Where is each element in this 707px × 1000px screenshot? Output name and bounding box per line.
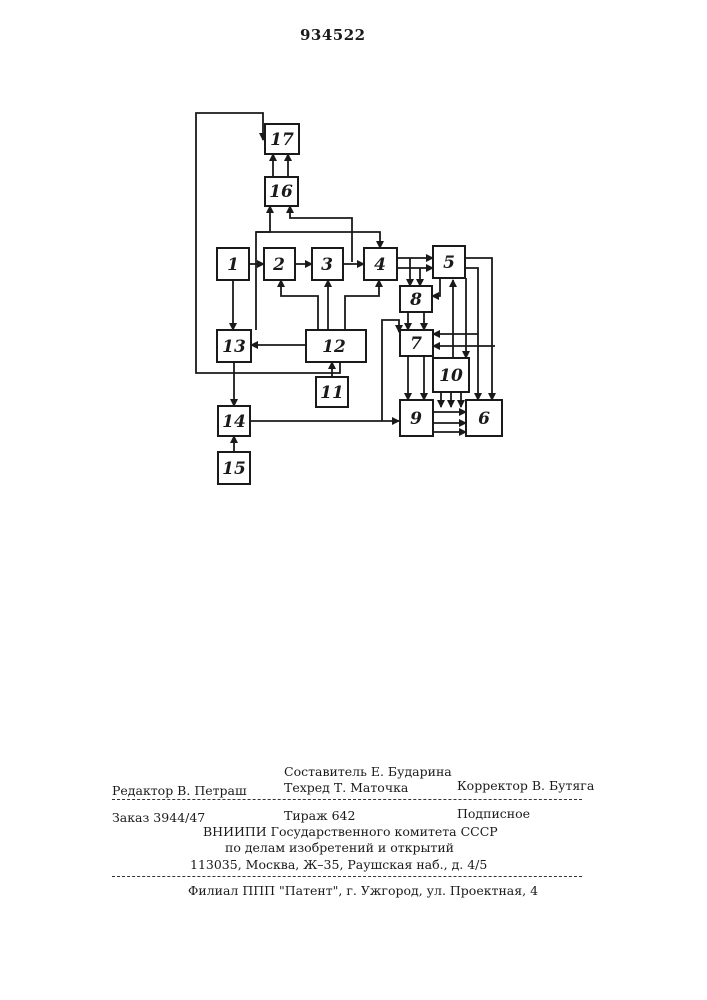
block-16: 16 — [265, 177, 298, 206]
circulation: Тираж 642 — [284, 808, 355, 823]
corrector: Корректор В. Бутяга — [457, 778, 594, 793]
block-1: 1 — [217, 248, 249, 280]
block-4-label: 4 — [374, 255, 386, 275]
block-10-label: 10 — [439, 366, 463, 386]
block-13: 13 — [217, 330, 251, 362]
block-7: 7 — [400, 330, 433, 356]
block-14: 14 — [218, 406, 250, 436]
block-9-label: 9 — [410, 409, 422, 429]
block-11-label: 11 — [320, 383, 344, 403]
block-8-label: 8 — [409, 290, 422, 310]
block-2: 2 — [264, 248, 295, 280]
block-2-label: 2 — [272, 255, 285, 275]
block-1-label: 1 — [227, 255, 239, 275]
block-12: 12 — [306, 330, 366, 362]
block-diagram: 17 16 1 2 3 4 5 8 7 10 9 6 — [0, 0, 707, 520]
block-8: 8 — [400, 286, 432, 312]
block-12-label: 12 — [322, 337, 346, 357]
block-14-label: 14 — [222, 412, 246, 432]
block-3: 3 — [312, 248, 343, 280]
block-6: 6 — [466, 400, 502, 436]
block-15: 15 — [218, 452, 250, 484]
subscription: Подписное — [457, 806, 530, 821]
block-10: 10 — [433, 358, 469, 392]
org-address: 113035, Москва, Ж–35, Раушская наб., д. … — [190, 857, 487, 872]
order: Заказ 3944/47 — [112, 810, 205, 825]
org-line-1: ВНИИПИ Государственного комитета СССР — [203, 824, 498, 839]
divider-top — [112, 799, 582, 800]
block-16-label: 16 — [269, 182, 293, 202]
wire-12-2 — [281, 280, 318, 330]
branch: Филиал ППП "Патент", г. Ужгород, ул. Про… — [188, 883, 538, 898]
block-11: 11 — [316, 377, 348, 407]
wire-top-bus — [256, 232, 380, 248]
block-7-label: 7 — [410, 334, 422, 354]
block-9: 9 — [400, 400, 433, 436]
block-3-label: 3 — [321, 255, 333, 275]
block-17: 17 — [265, 124, 299, 154]
block-5-label: 5 — [443, 253, 455, 273]
wire-12-4 — [345, 280, 379, 330]
divider-bottom — [112, 876, 582, 877]
compiler: Составитель Е. Бударина — [284, 764, 452, 779]
techred: Техред Т. Маточка — [284, 780, 408, 795]
block-5: 5 — [433, 246, 465, 278]
wire-5-8 — [432, 278, 440, 296]
block-17-label: 17 — [270, 130, 294, 150]
wire-14-7 — [382, 320, 399, 421]
editor: Редактор В. Петраш — [112, 783, 247, 798]
block-13-label: 13 — [222, 337, 246, 357]
block-6-label: 6 — [478, 409, 490, 429]
org-line-2: по делам изобретений и открытий — [225, 840, 454, 855]
block-4: 4 — [364, 248, 397, 280]
block-15-label: 15 — [222, 459, 246, 479]
